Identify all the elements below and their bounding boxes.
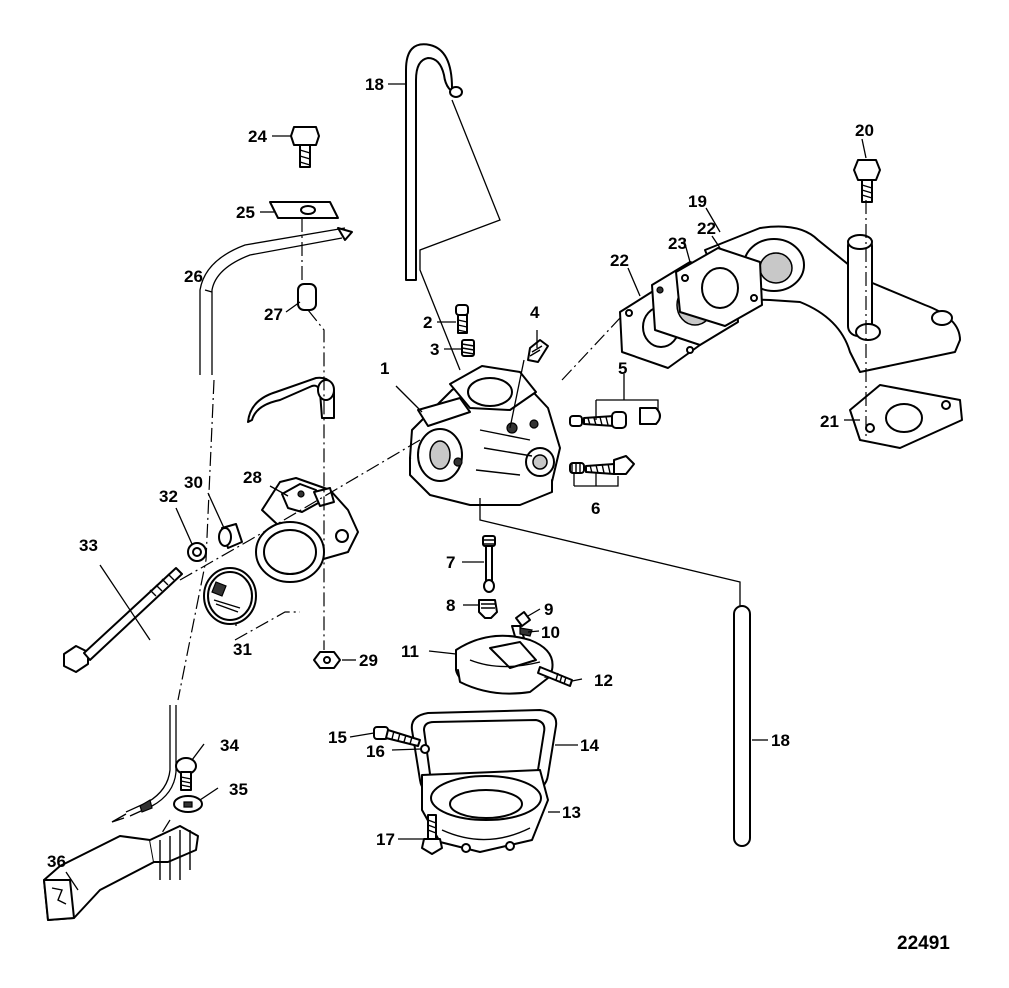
idle-screw-set-6 bbox=[569, 455, 635, 475]
callout-20: 20 bbox=[855, 121, 874, 140]
callout-labels: 1 2 3 4 5 6 7 8 9 10 11 12 13 14 15 16 1… bbox=[47, 75, 950, 954]
callout-17: 17 bbox=[376, 830, 395, 849]
bracket-25 bbox=[269, 201, 339, 219]
drain-screw-15 bbox=[373, 726, 421, 747]
callout-14: 14 bbox=[580, 736, 599, 755]
hose-18-right bbox=[733, 605, 751, 847]
screw-17 bbox=[421, 814, 443, 855]
callout-33: 33 bbox=[79, 536, 98, 555]
bolt-24 bbox=[290, 126, 320, 168]
bolt-20 bbox=[853, 159, 881, 203]
intake-plate-31 bbox=[203, 567, 257, 625]
screw-2 bbox=[455, 304, 469, 334]
callout-8: 8 bbox=[446, 596, 455, 615]
callout-1: 1 bbox=[380, 359, 389, 378]
lower-cable bbox=[111, 705, 177, 823]
pilot-screw-set-5 bbox=[569, 407, 661, 429]
screw-4 bbox=[527, 339, 549, 363]
center-lines bbox=[159, 200, 867, 837]
callout-21: 21 bbox=[820, 412, 839, 431]
float-11 bbox=[455, 634, 554, 695]
screw-34 bbox=[175, 757, 197, 791]
gasket-21 bbox=[849, 384, 963, 449]
spring-3 bbox=[461, 339, 475, 357]
callout-12: 12 bbox=[594, 671, 613, 690]
callout-36: 36 bbox=[47, 852, 66, 871]
drawing-number: 22491 bbox=[897, 933, 950, 954]
callout-19: 19 bbox=[688, 192, 707, 211]
nut-29 bbox=[313, 651, 341, 669]
o-ring-16 bbox=[420, 744, 430, 754]
callout-35: 35 bbox=[229, 780, 248, 799]
callout-3: 3 bbox=[430, 340, 439, 359]
connector-27 bbox=[297, 283, 317, 311]
callout-30: 30 bbox=[184, 473, 203, 492]
callout-9: 9 bbox=[544, 600, 553, 619]
throttle-body-28 bbox=[255, 477, 359, 583]
callout-6: 6 bbox=[591, 499, 600, 518]
washer-32 bbox=[187, 542, 207, 562]
callout-22b: 22 bbox=[697, 219, 716, 238]
callout-18b: 18 bbox=[771, 731, 790, 750]
callout-31: 31 bbox=[233, 640, 252, 659]
callout-22a: 22 bbox=[610, 251, 629, 270]
callout-15: 15 bbox=[328, 728, 347, 747]
main-jet-8 bbox=[478, 599, 498, 619]
callout-4: 4 bbox=[530, 303, 540, 322]
intake-hose bbox=[247, 376, 335, 423]
callout-11: 11 bbox=[401, 642, 419, 661]
cable-holder-36 bbox=[43, 825, 199, 921]
throttle-cable-26 bbox=[199, 227, 353, 375]
hose-18-top bbox=[405, 43, 463, 281]
needle-valve-9 bbox=[515, 611, 531, 627]
callout-32: 32 bbox=[159, 487, 178, 506]
main-nozzle-7 bbox=[482, 535, 496, 593]
callout-24: 24 bbox=[248, 127, 267, 146]
callout-5: 5 bbox=[618, 359, 627, 378]
spacer-30 bbox=[218, 523, 243, 549]
gasket-22-right bbox=[675, 247, 763, 327]
callout-28: 28 bbox=[243, 468, 262, 487]
callout-18a: 18 bbox=[365, 75, 384, 94]
float-bowl-13 bbox=[421, 769, 549, 853]
leader-lines bbox=[65, 83, 867, 891]
callout-7: 7 bbox=[446, 553, 455, 572]
callout-29: 29 bbox=[359, 651, 378, 670]
bolt-33 bbox=[63, 567, 183, 673]
callout-16: 16 bbox=[366, 742, 385, 761]
callout-34: 34 bbox=[220, 736, 239, 755]
callout-23: 23 bbox=[668, 234, 687, 253]
callout-2: 2 bbox=[423, 313, 432, 332]
callout-13: 13 bbox=[562, 803, 581, 822]
callout-26: 26 bbox=[184, 267, 203, 286]
float-pin-12 bbox=[537, 666, 573, 687]
callout-25: 25 bbox=[236, 203, 255, 222]
callout-27: 27 bbox=[264, 305, 283, 324]
callout-10: 10 bbox=[541, 623, 560, 642]
carburetor-body-1 bbox=[409, 365, 561, 506]
washer-35 bbox=[173, 795, 203, 813]
